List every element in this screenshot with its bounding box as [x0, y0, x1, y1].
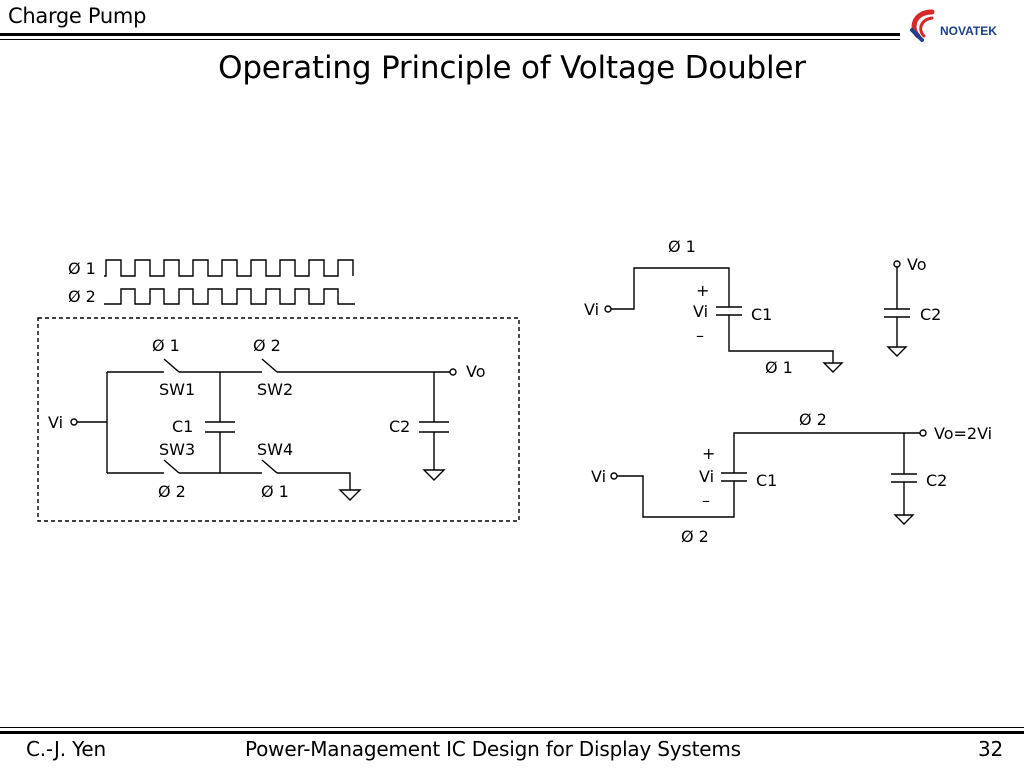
logo-text: NOVATEK: [940, 24, 997, 38]
logo-swoosh-blue: [910, 28, 924, 42]
novatek-logo: NOVATEK: [908, 6, 1020, 46]
sw2-phase-label: Ø 2: [253, 336, 281, 355]
sw2-label: SW2: [257, 380, 293, 399]
sw3-phase-label: Ø 2: [158, 482, 186, 501]
phase2-plus-label: +: [702, 444, 715, 463]
phase1-output-label: Vo: [907, 255, 927, 274]
input-label: Vi: [48, 413, 63, 432]
phase1-input-terminal: [604, 305, 612, 313]
sw4-phase-label: Ø 1: [261, 482, 289, 501]
phase1-ground-c2: [886, 346, 908, 357]
header-rule-thin: [0, 39, 900, 40]
phase1-input-label: Vi: [584, 300, 599, 319]
bottom-wire-right: [277, 472, 351, 490]
phase1-c2-label: C2: [920, 305, 941, 324]
sw1-blade: [163, 358, 180, 373]
phase1-output-terminal: [893, 260, 901, 268]
phase2-minus-label: –: [702, 491, 710, 510]
phase1-top-phase-label: Ø 1: [668, 237, 696, 256]
sw1-label: SW1: [159, 380, 195, 399]
phase2-cap-voltage-label: Vi: [699, 467, 714, 486]
phase2-output-label: Vo=2Vi: [934, 424, 992, 443]
clock-phi1-label: Ø 1: [68, 259, 96, 278]
phase2-input-terminal: [610, 472, 618, 480]
phase2-input-wire: [617, 475, 735, 518]
sw1-phase-label: Ø 1: [152, 336, 180, 355]
sw4-label: SW4: [257, 440, 293, 459]
phase2-top-phase-label: Ø 2: [799, 410, 827, 429]
output-terminal: [449, 368, 457, 376]
novatek-logo-mark: NOVATEK: [910, 9, 997, 42]
phase1-cap-voltage-label: Vi: [693, 302, 708, 321]
phase1-ground-c1: [822, 362, 844, 373]
phase2-c2-label: C2: [926, 471, 947, 490]
phase1-c1-label: C1: [751, 305, 772, 324]
sw3-label: SW3: [159, 440, 195, 459]
phase2-output-terminal: [919, 429, 927, 437]
phase2-c1-label: C1: [756, 471, 777, 490]
footer-page-number: 32: [978, 737, 1004, 761]
phase2-c1-top-wire: [733, 432, 920, 473]
clock-phi2-waveform: [104, 288, 355, 305]
sw4-blade: [261, 459, 278, 474]
footer-author: C.-J. Yen: [26, 737, 107, 761]
input-terminal: [70, 418, 78, 426]
c1-label: C1: [172, 417, 193, 436]
slide-title: Operating Principle of Voltage Doubler: [218, 50, 806, 86]
sw3-blade: [163, 459, 180, 474]
ground-c2: [422, 469, 446, 481]
phase1-input-wire: [611, 267, 730, 310]
phase1-plus-label: +: [696, 281, 709, 300]
header-rule-thick: [0, 33, 900, 36]
output-label: Vo: [466, 362, 486, 381]
phase2-bottom-phase-label: Ø 2: [681, 527, 709, 546]
c2-label: C2: [389, 417, 410, 436]
footer-course: Power-Management IC Design for Display S…: [245, 737, 741, 761]
phase1-minus-label: –: [696, 326, 704, 345]
circuit-boundary: [37, 317, 520, 522]
clock-phi2-label: Ø 2: [68, 287, 96, 306]
phase1-c1-bottom-wire: [728, 315, 834, 363]
clock-phi1-waveform: [104, 259, 354, 277]
phase2-input-label: Vi: [591, 467, 606, 486]
header-topic: Charge Pump: [8, 4, 147, 28]
sw2-blade: [261, 358, 278, 373]
ground-sw4: [338, 489, 362, 501]
phase2-ground-c2: [893, 514, 915, 525]
footer-rule-thick: [0, 731, 1024, 734]
phase1-bottom-phase-label: Ø 1: [765, 358, 793, 377]
footer-rule-thin: [0, 727, 1024, 728]
logo-swoosh-red-inner: [919, 16, 934, 38]
